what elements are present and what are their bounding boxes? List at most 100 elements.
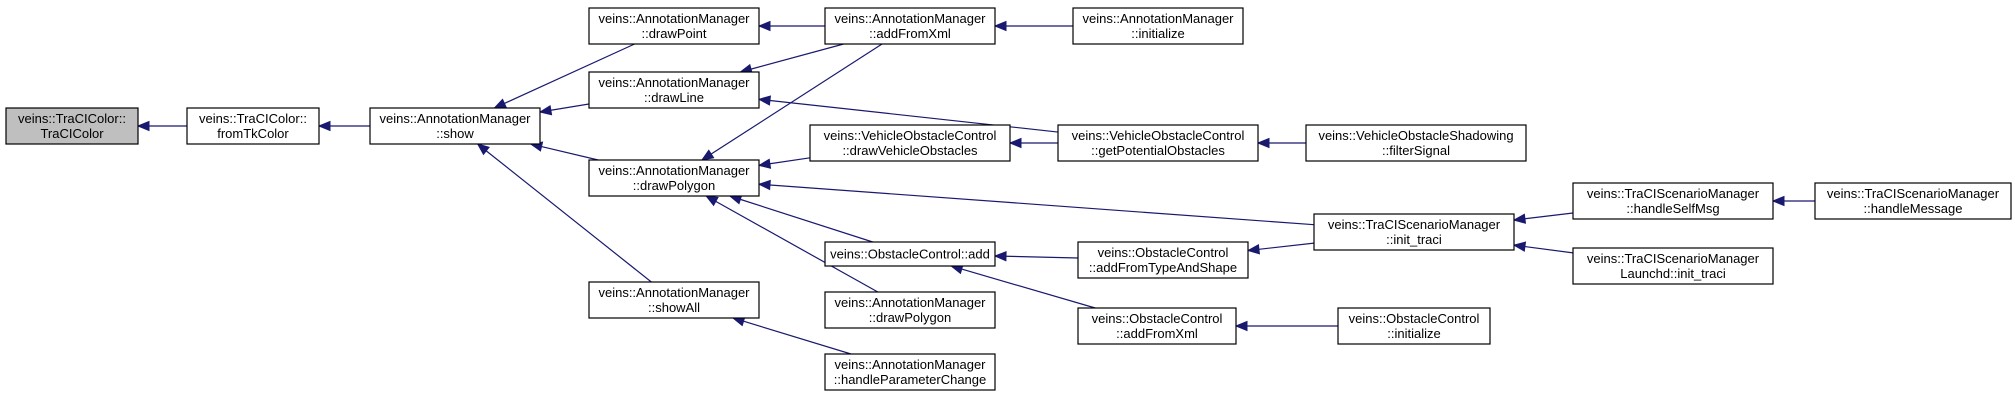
- node-box: [1313, 213, 1515, 251]
- node-label-line: veins::AnnotationManager: [834, 357, 986, 372]
- node-oc_add[interactable]: veins::ObstacleControl::add: [824, 241, 996, 267]
- node-am_addfromxml[interactable]: veins::AnnotationManager::addFromXml: [824, 7, 996, 45]
- node-tsm_handleselfmsg[interactable]: veins::TraCIScenarioManager::handleSelfM…: [1572, 182, 1774, 220]
- node-oc_initialize[interactable]: veins::ObstacleControl::initialize: [1337, 307, 1491, 345]
- edge-tsm_init_traci-to-oc_addfromtypeandshape: [1246, 242, 1315, 255]
- edge-line: [710, 43, 883, 155]
- node-am_drawpolygon[interactable]: veins::AnnotationManager::drawPolygon: [588, 159, 760, 197]
- node-box: [1305, 124, 1527, 162]
- node-label-line: veins::AnnotationManager: [1082, 11, 1234, 26]
- edge-voc_drawvehicleobstacles-to-am_drawpolygon: [757, 157, 811, 169]
- node-label-line: ::addFromTypeAndShape: [1089, 260, 1237, 275]
- node-oc_addfromxml[interactable]: veins::ObstacleControl::addFromXml: [1077, 307, 1237, 345]
- node-tsm_init_traci[interactable]: veins::TraCIScenarioManager::init_traci: [1313, 213, 1515, 251]
- node-label-line: veins::AnnotationManager: [834, 295, 986, 310]
- edge-tsm_handleselfmsg-to-tsm_init_traci: [1512, 212, 1574, 224]
- node-voc_getpotentialobstacles[interactable]: veins::VehicleObstacleControl::getPotent…: [1057, 124, 1259, 162]
- node-label-line: veins::AnnotationManager: [598, 75, 750, 90]
- edge-line: [740, 198, 873, 243]
- arrowhead: [700, 149, 715, 161]
- arrowhead: [705, 195, 719, 207]
- edges-layer: [136, 20, 1815, 355]
- node-box: [1337, 307, 1491, 345]
- node-fromtkcolor[interactable]: veins::TraCIColor::fromTkColor: [186, 107, 320, 145]
- edge-line: [961, 268, 1096, 309]
- node-box: [1072, 7, 1244, 45]
- node-label-line: veins::TraCIScenarioManager: [1587, 251, 1760, 266]
- node-box: [809, 124, 1011, 162]
- node-oc_addfromtypeandshape[interactable]: veins::ObstacleControl::addFromTypeAndSh…: [1077, 241, 1249, 279]
- node-box: [824, 7, 996, 45]
- node-box: [1572, 247, 1774, 285]
- node-label-line: ::drawPoint: [641, 26, 706, 41]
- node-label-line: ::show: [436, 126, 474, 141]
- arrowhead: [1256, 137, 1270, 149]
- edge-line: [750, 43, 844, 70]
- arrowhead: [1771, 195, 1785, 207]
- node-am_drawpoint[interactable]: veins::AnnotationManager::drawPoint: [588, 7, 760, 45]
- node-box: [588, 7, 760, 45]
- arrowhead: [538, 104, 553, 116]
- edge-line: [1524, 212, 1574, 220]
- node-box: [824, 241, 996, 267]
- node-label-line: ::handleParameterChange: [834, 372, 987, 387]
- node-tsm_handlemessage[interactable]: veins::TraCIScenarioManager::handleMessa…: [1814, 182, 2012, 220]
- node-label-line: Launchd::init_traci: [1620, 266, 1726, 281]
- edge-am_show-to-fromtkcolor: [317, 120, 370, 132]
- arrowhead: [1234, 320, 1248, 332]
- arrowhead: [1512, 213, 1527, 224]
- node-voc_drawvehicleobstacles[interactable]: veins::VehicleObstacleControl::drawVehic…: [809, 124, 1011, 162]
- edge-am_initialize-to-am_addfromxml: [993, 20, 1073, 32]
- arrowhead: [993, 251, 1007, 262]
- edge-am_drawline-to-am_show: [538, 103, 590, 116]
- node-label-line: ::init_traci: [1386, 232, 1442, 247]
- node-box: [588, 159, 760, 197]
- edge-line: [715, 200, 879, 293]
- node-label-line: veins::TraCIScenarioManager: [1827, 186, 2000, 201]
- node-label-line: veins::ObstacleControl::add: [830, 247, 990, 262]
- node-box: [588, 71, 760, 109]
- node-am_handleparameterchange[interactable]: veins::AnnotationManager::handleParamete…: [824, 353, 996, 391]
- edge-vos_filtersignal-to-voc_getpotentialobstacles: [1256, 137, 1306, 149]
- node-label-line: veins::TraCIColor::: [18, 111, 126, 126]
- node-label-line: veins::VehicleObstacleControl: [824, 128, 997, 143]
- node-label-line: veins::VehicleObstacleShadowing: [1318, 128, 1513, 143]
- node-box: [186, 107, 320, 145]
- nodes-layer: veins::TraCIColor::TraCIColorveins::TraC…: [5, 7, 2012, 391]
- node-box: [1572, 182, 1774, 220]
- edge-am_addfromxml-to-am_drawline: [739, 43, 844, 75]
- node-box: [1814, 182, 2012, 220]
- edge-am_drawpolygon-to-am_show: [529, 141, 599, 161]
- node-label-line: ::drawVehicleObstacles: [842, 143, 978, 158]
- arrowhead: [317, 120, 331, 132]
- node-am_drawline[interactable]: veins::AnnotationManager::drawLine: [588, 71, 760, 109]
- node-label-line: veins::TraCIScenarioManager: [1328, 217, 1501, 232]
- node-tsml_init_traci[interactable]: veins::TraCIScenarioManagerLaunchd::init…: [1572, 247, 1774, 285]
- node-tracicolor_ctor[interactable]: veins::TraCIColor::TraCIColor: [5, 107, 139, 145]
- arrowhead: [1512, 241, 1527, 252]
- node-am_drawpolygon2[interactable]: veins::AnnotationManager::drawPolygon: [824, 291, 996, 329]
- edge-line: [769, 157, 811, 165]
- node-am_initialize[interactable]: veins::AnnotationManager::initialize: [1072, 7, 1244, 45]
- node-box: [824, 291, 996, 329]
- edge-line: [550, 103, 590, 111]
- node-label-line: ::initialize: [1131, 26, 1184, 41]
- edge-line: [504, 43, 635, 104]
- edge-oc_add-to-am_drawpolygon: [728, 194, 873, 243]
- node-vos_filtersignal[interactable]: veins::VehicleObstacleShadowing::filterS…: [1305, 124, 1527, 162]
- node-label-line: ::addFromXml: [869, 26, 951, 41]
- edge-tsm_init_traci-to-am_drawpolygon: [757, 179, 1315, 226]
- edge-am_drawpolygon2-to-am_drawpolygon: [705, 195, 879, 293]
- edge-line: [541, 145, 599, 161]
- node-am_showall[interactable]: veins::AnnotationManager::showAll: [588, 281, 760, 319]
- node-label-line: ::drawLine: [644, 90, 704, 105]
- node-box: [588, 281, 760, 319]
- edge-am_addfromxml-to-am_drawpolygon: [700, 43, 883, 161]
- node-label-line: veins::AnnotationManager: [379, 111, 531, 126]
- node-label-line: ::drawPolygon: [869, 310, 951, 325]
- arrowhead: [757, 179, 771, 191]
- node-label-line: veins::TraCIColor::: [199, 111, 307, 126]
- node-label-line: ::addFromXml: [1116, 326, 1198, 341]
- node-am_show[interactable]: veins::AnnotationManager::show: [369, 107, 541, 145]
